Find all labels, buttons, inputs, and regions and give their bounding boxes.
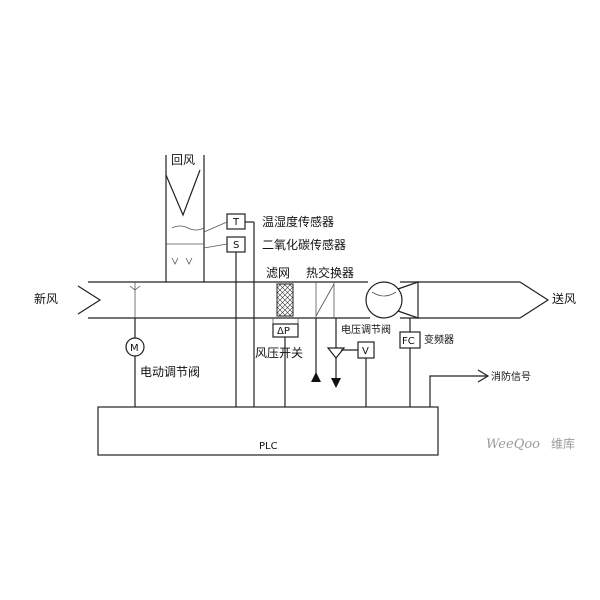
heat-exchanger [311, 282, 341, 388]
pressure-symbol: ΔP [277, 326, 290, 337]
inverter-label: 变频器 [424, 333, 454, 346]
watermark-suffix: 维库 [551, 436, 575, 451]
co2-sensor: S [203, 236, 246, 407]
temp-sensor-symbol: T [232, 217, 240, 228]
return-air-label: 回风 [171, 153, 195, 167]
supply-air-label: 送风 [552, 291, 576, 306]
electric-damper: M [125, 282, 145, 407]
fire-signal-line [429, 369, 490, 407]
return-air-duct [165, 155, 205, 282]
fan-symbol [365, 281, 419, 319]
pressure-switch: ΔP [272, 318, 299, 407]
voltage-valve-label: 电压调节阀 [341, 323, 391, 336]
pressure-switch-label: 风压开关 [255, 346, 303, 360]
co2-sensor-symbol: S [233, 240, 239, 251]
filter-symbol [276, 283, 294, 317]
main-duct [77, 281, 550, 319]
valve-symbol: V [362, 346, 369, 357]
co2-sensor-label: 二氧化碳传感器 [262, 237, 346, 252]
electric-damper-label: 电动调节阀 [140, 365, 200, 379]
watermark-brand: WeeQoo [486, 437, 540, 452]
temp-humidity-sensor: T [203, 213, 255, 407]
plc-label: PLC [259, 441, 278, 452]
temp-humidity-sensor-label: 温湿度传感器 [262, 214, 334, 229]
damper-symbol: M [130, 343, 139, 354]
filter-label: 滤网 [266, 266, 290, 280]
plc-box [97, 406, 439, 456]
heat-exchanger-label: 热交换器 [306, 265, 354, 280]
fire-signal-label: 消防信号 [491, 370, 531, 383]
inverter-symbol: FC [402, 336, 415, 347]
fresh-air-label: 新风 [34, 291, 58, 306]
inverter: FC [399, 318, 421, 407]
voltage-valve: V [326, 341, 375, 407]
